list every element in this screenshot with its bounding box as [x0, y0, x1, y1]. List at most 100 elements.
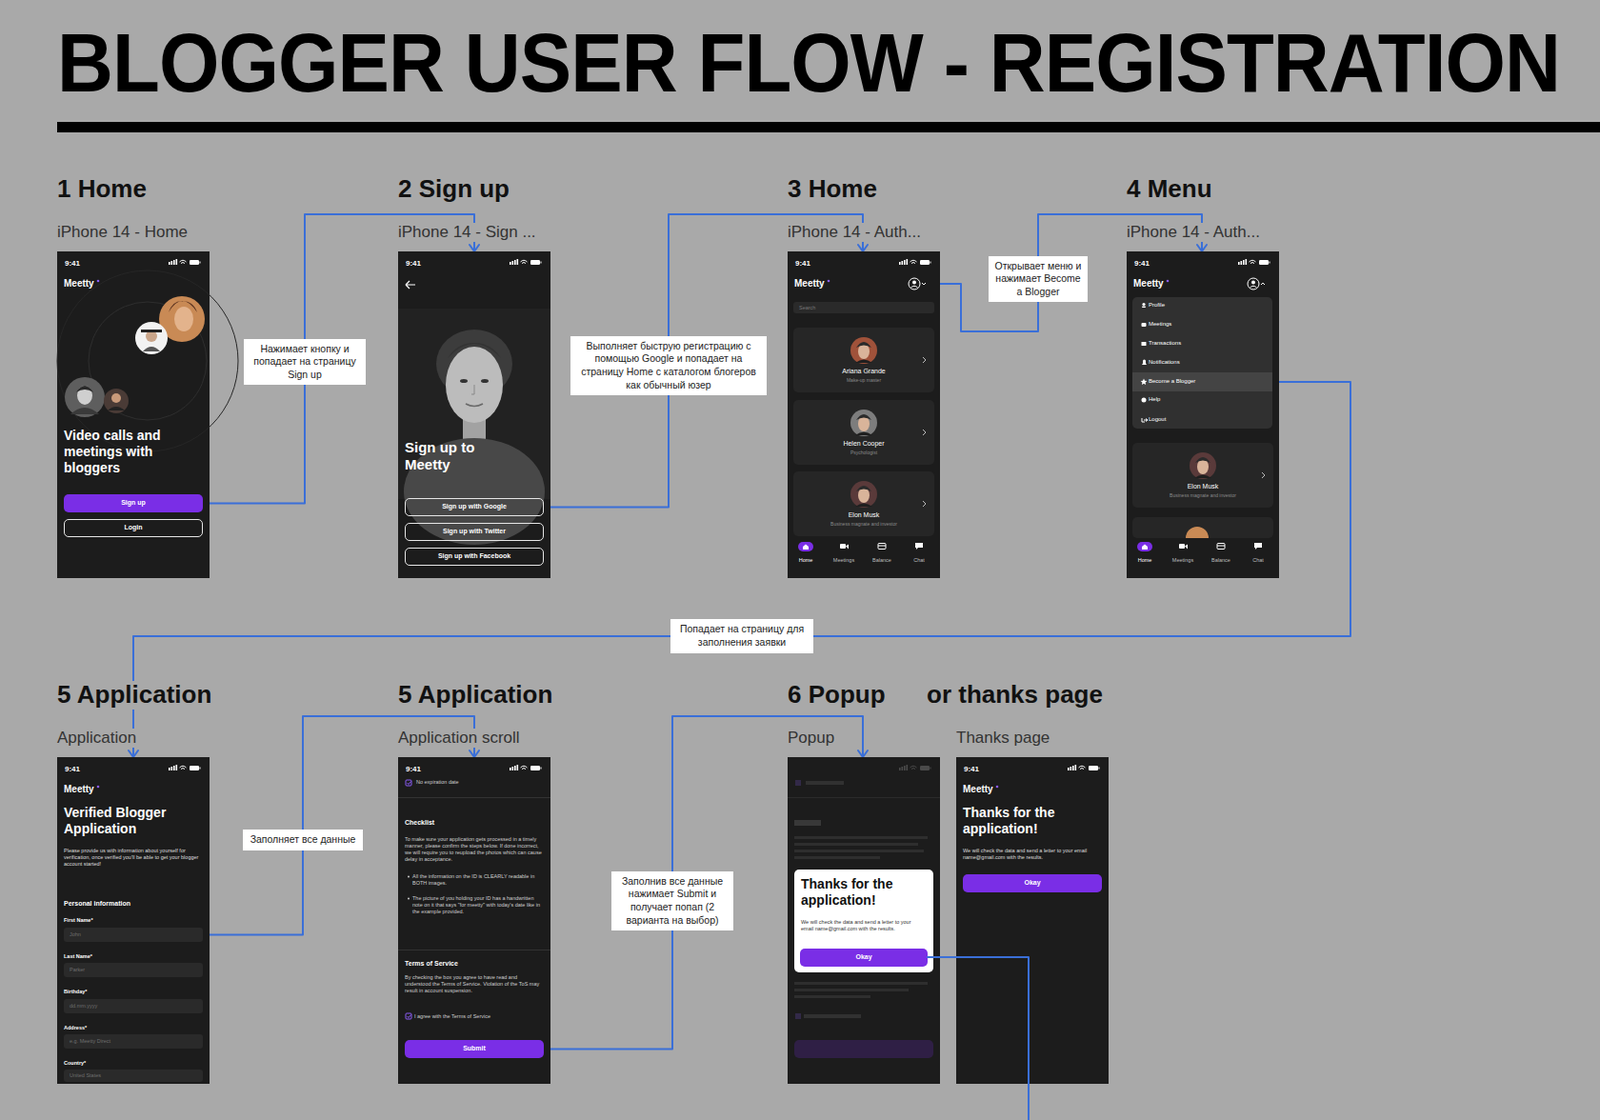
decor-path — [76, 385, 94, 393]
decor-rect — [1245, 259, 1248, 265]
node-text: Business magnate and investor — [793, 520, 935, 527]
blogger-card: Elon MuskBusiness magnate and investor — [793, 471, 935, 537]
decor-rect — [509, 261, 512, 265]
decor-circle — [97, 785, 100, 789]
node-text: Balance — [1201, 557, 1240, 564]
decor-path — [856, 414, 872, 420]
decor-circle — [908, 278, 920, 290]
outline-button: Sign up with Google — [404, 498, 544, 517]
decor-path — [910, 765, 918, 769]
node-text: By checking the box you agree to have re… — [404, 974, 544, 995]
node-text: I agree with the Terms of Service — [414, 1013, 491, 1020]
node-text: Meetty — [1133, 278, 1164, 290]
decor-rect — [1088, 765, 1099, 771]
decor-rect — [794, 981, 928, 985]
decor-circle — [1141, 398, 1147, 403]
decor-path — [856, 341, 872, 348]
decor-circle — [88, 301, 207, 420]
node-text: To make sure your application gets proce… — [404, 836, 544, 863]
frame-name: iPhone 14 - Auth... — [1126, 222, 1260, 242]
decor-rect — [903, 260, 906, 265]
decor-rect — [901, 260, 904, 265]
input-field: e.g. Meetty Direct — [63, 1034, 203, 1049]
decor-path — [922, 429, 926, 436]
decor-rect — [1269, 261, 1271, 264]
node-text: Profile — [1148, 301, 1165, 310]
decor-rect — [1132, 517, 1274, 539]
decor-rect — [512, 766, 515, 771]
section-heading: 2 Sign up — [398, 175, 510, 204]
decor-rect — [1141, 322, 1147, 327]
decor-rect — [899, 767, 901, 771]
screen-art — [398, 757, 551, 1084]
decor-rect — [787, 797, 940, 799]
decor-rect — [798, 541, 814, 552]
decor-circle — [850, 337, 878, 364]
button-label: Login — [123, 523, 142, 532]
phone-screen: 6 PopupPopupThanks for the application!W… — [787, 757, 940, 1084]
node-text: First Name* — [63, 917, 94, 924]
decor-g — [509, 764, 542, 771]
decor-circle — [850, 409, 878, 437]
decor-rect — [906, 259, 909, 265]
decor-rect — [795, 1013, 801, 1020]
decor-path — [855, 432, 873, 437]
decor-rect — [530, 260, 540, 265]
node-text: Meetings — [1163, 557, 1202, 564]
decor-ellipse — [480, 379, 489, 383]
node-text: Meetty — [794, 278, 825, 290]
node-text: 9:41 — [405, 259, 421, 269]
decor-circle — [97, 280, 100, 283]
decor-path — [180, 260, 187, 263]
node-text: Make-up master — [793, 377, 935, 383]
phone-screen: 4 MenuiPhone 14 - Auth...9:41MeettyHomeM… — [1126, 251, 1280, 579]
decor-rect — [1259, 260, 1269, 265]
decor-path — [520, 260, 528, 263]
decor-ellipse — [1197, 459, 1209, 475]
decor-circle — [850, 480, 878, 508]
dropdown-menu: ProfileMeetingsTransactionsNotifications… — [1132, 297, 1273, 429]
decor-rect — [512, 260, 515, 265]
decor-rect — [1075, 764, 1078, 771]
frame-name: Application scroll — [398, 728, 520, 748]
placeholder-text: Search — [799, 304, 816, 312]
decor-rect — [878, 545, 886, 547]
node-text: Country* — [63, 1060, 86, 1067]
decor-circle — [996, 785, 1000, 789]
decor-path — [168, 300, 198, 313]
decor-rect — [509, 767, 512, 771]
decor-rect — [405, 1013, 412, 1020]
decor-rect — [794, 849, 924, 853]
decor-rect — [794, 995, 871, 999]
node-text: Help — [1148, 396, 1160, 404]
decor-ellipse — [445, 346, 503, 423]
blogger-card: Elon MuskBusiness magnate and investor — [1132, 442, 1274, 508]
decor-rect — [176, 764, 179, 771]
node-text: Meetings — [1148, 320, 1172, 329]
frame-name: iPhone 14 - Sign ... — [398, 222, 537, 242]
placeholder-text: e.g. Meetty Direct — [69, 1038, 111, 1045]
node-text: Logout — [1148, 416, 1166, 424]
decor-rect — [168, 767, 171, 771]
decor-ellipse — [858, 343, 870, 360]
node-text: Elon Musk — [793, 511, 935, 520]
node-text: Ariana Grande — [793, 367, 935, 376]
primary-button: Okay — [962, 874, 1102, 893]
decor-rect — [1217, 545, 1225, 547]
input-field: Parker — [63, 962, 203, 978]
placeholder-text: John — [69, 931, 81, 939]
decor-rect — [930, 767, 932, 770]
decor-rect — [794, 836, 928, 840]
node-text: Verified Blogger Application — [63, 804, 203, 838]
decor-rect — [1141, 306, 1146, 309]
decor-path — [1254, 542, 1262, 550]
frame-name: iPhone 14 - Auth... — [787, 222, 921, 242]
edge-label: Открывает меню и нажимает Become a Blogg… — [988, 256, 1088, 303]
decor-rect — [517, 259, 520, 265]
decor-path — [1249, 260, 1257, 263]
node-text: Sign up to Meetty — [404, 439, 510, 474]
node-text: Last Name* — [63, 953, 93, 960]
decor-path — [405, 280, 416, 289]
decor-circle — [135, 321, 168, 355]
node-text: Personal information — [63, 900, 131, 908]
